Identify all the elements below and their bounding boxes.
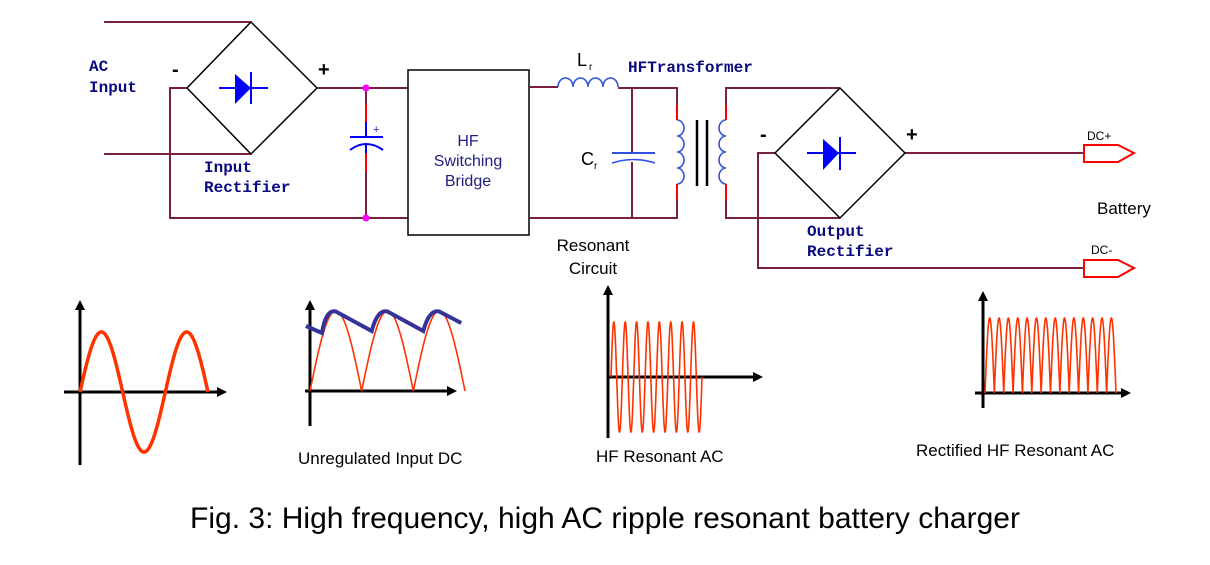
- resonant-inductor-symbol: L: [577, 50, 587, 70]
- junction-dot: [362, 214, 370, 222]
- switching-bridge-label-line1: HF: [457, 133, 479, 150]
- output-rectifier: - +: [760, 86, 918, 220]
- input-rectifier-label-line1: Input: [204, 159, 252, 177]
- junction-dot: [362, 84, 370, 92]
- output-rectifier-label-line1: Output: [807, 223, 865, 241]
- output-rectifier-plus: +: [906, 124, 918, 146]
- resonant-circuit: L r C r: [529, 50, 678, 219]
- resonant-capacitor-icon: [611, 152, 656, 164]
- output-rectifier-wires: [725, 87, 1084, 269]
- ripple-envelope: [305, 309, 463, 336]
- output-diode-icon: [807, 137, 856, 170]
- output-rectifier-bridge: [773, 86, 907, 220]
- resonant-capacitor-subscript: r: [594, 161, 598, 172]
- hf-switching-bridge: HF Switching Bridge: [407, 69, 530, 236]
- unregulated-dc-label: Unregulated Input DC: [298, 449, 462, 468]
- rectified-hf-wave: [984, 317, 1117, 394]
- resonant-capacitor-symbol: C: [581, 149, 594, 169]
- dc-plus-port: DC+: [1083, 129, 1137, 163]
- dc-plus-label: DC+: [1087, 129, 1111, 143]
- input-rectifier-label-line2: Rectifier: [204, 179, 290, 197]
- waveform-rectified-hf-ac: Rectified HF Resonant AC: [916, 291, 1131, 460]
- input-rectifier-minus: -: [172, 59, 179, 81]
- switching-bridge-label-line2: Switching: [434, 153, 502, 170]
- resonant-inductor-icon: [557, 77, 619, 88]
- hf-transformer: [676, 105, 727, 200]
- ac-input-wires: [104, 21, 251, 155]
- transformer-label: HFTransformer: [628, 59, 753, 77]
- rectified-wave: [309, 310, 466, 392]
- input-rectifier-bridge: [185, 20, 319, 156]
- resonant-circuit-label-line1: Resonant: [557, 236, 630, 255]
- waveform-hf-resonant-ac: HF Resonant AC: [596, 285, 763, 466]
- resonant-inductor-subscript: r: [589, 62, 593, 73]
- capacitor-polarity-mark: +: [373, 124, 379, 136]
- ac-sine-wave: [78, 330, 210, 454]
- dc-minus-label: DC-: [1091, 243, 1112, 257]
- hf-sine-wave: [610, 320, 703, 434]
- output-rectifier-label-line2: Rectifier: [807, 243, 893, 261]
- input-rectifier: - +: [172, 20, 330, 156]
- dc-minus-port: DC-: [1083, 243, 1137, 278]
- figure-caption: Fig. 3: High frequency, high AC ripple r…: [190, 502, 1020, 535]
- input-diode-icon: [219, 72, 268, 104]
- switching-bridge-label-line3: Bridge: [445, 173, 491, 190]
- input-rectifier-plus: +: [318, 59, 330, 81]
- battery-label: Battery: [1097, 199, 1151, 218]
- input-capacitor: +: [349, 88, 384, 218]
- ac-input-label-line2: Input: [89, 79, 137, 97]
- rectified-hf-ac-label: Rectified HF Resonant AC: [916, 441, 1114, 460]
- hf-resonant-ac-label: HF Resonant AC: [596, 447, 724, 466]
- resonant-circuit-label-line2: Circuit: [569, 259, 617, 278]
- ac-input-label-line1: AC: [89, 58, 109, 76]
- waveform-ac-input: [64, 300, 227, 465]
- waveform-unregulated-dc: Unregulated Input DC: [298, 300, 466, 468]
- output-rectifier-minus: -: [760, 124, 767, 146]
